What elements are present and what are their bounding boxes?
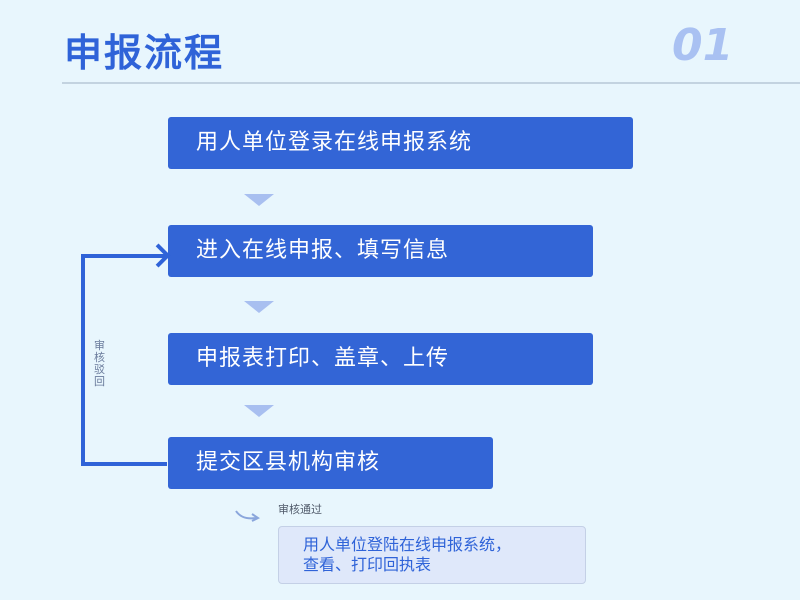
down-arrow-icon xyxy=(244,194,274,206)
step-print-upload: 申报表打印、盖章、上传 xyxy=(168,333,593,385)
step-fill-info: 进入在线申报、填写信息 xyxy=(168,225,593,277)
reject-label: 审核驳回 xyxy=(94,339,105,388)
section-number: 01 xyxy=(672,20,734,71)
result-box: 用人单位登陆在线申报系统， 查看、打印回执表 xyxy=(278,526,586,584)
step-login: 用人单位登录在线申报系统 xyxy=(168,117,633,169)
curved-arrow-icon xyxy=(235,510,260,522)
result-line-2: 查看、打印回执表 xyxy=(303,555,432,574)
down-arrow-icon xyxy=(244,301,274,313)
step-submit-review: 提交区县机构审核 xyxy=(168,437,493,489)
down-arrow-icon xyxy=(244,405,274,417)
header-divider xyxy=(62,82,800,84)
reject-loop-line xyxy=(81,254,167,466)
result-line-1: 用人单位登陆在线申报系统， xyxy=(303,535,512,554)
approved-label: 审核通过 xyxy=(278,503,322,516)
page-title: 申报流程 xyxy=(64,31,225,75)
